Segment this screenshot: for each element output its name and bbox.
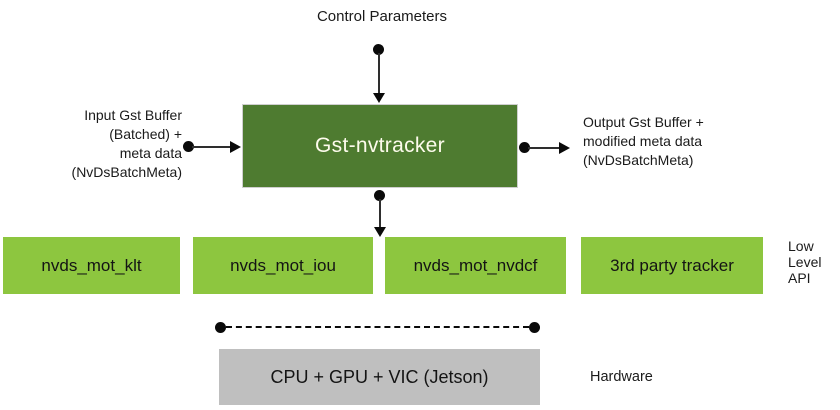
arrowhead-right-icon [230,141,241,153]
input-buffer-label: Input Gst Buffer (Batched) + meta data (… [20,106,182,182]
output-buffer-label-line: (NvDsBatchMeta) [583,152,694,168]
tracker-box-nvds-mot-iou: nvds_mot_iou [193,237,373,294]
tracker-box-label: nvds_mot_iou [230,255,336,275]
input-buffer-label-line: meta data [119,145,182,161]
connector-line [192,146,230,148]
input-buffer-label-line: (Batched) + [109,126,182,142]
tracker-box-nvds-mot-nvdcf: nvds_mot_nvdcf [385,237,566,294]
control-parameters-label: Control Parameters [316,8,448,25]
gst-nvtracker-box-label: Gst-nvtracker [315,134,445,157]
tracker-box-nvds-mot-klt: nvds_mot_klt [3,237,180,294]
output-buffer-label: Output Gst Buffer + modified meta data (… [583,113,773,170]
connector-dot [183,141,194,152]
output-buffer-label-line: Output Gst Buffer + [583,114,704,130]
low-level-api-label-line: Level [788,254,822,270]
low-level-api-label: Low Level API [788,238,821,286]
tracker-box-label: nvds_mot_nvdcf [413,255,538,275]
low-level-api-label-line: API [788,270,811,286]
connector-line [379,199,381,228]
arrowhead-down-icon [373,93,385,103]
boundary-dot [529,322,540,333]
hardware-label: Hardware [590,369,653,385]
arrowhead-right-icon [559,142,570,154]
arrowhead-down-icon [374,227,386,237]
tracker-box-label: 3rd party tracker [610,255,734,275]
output-buffer-label-line: modified meta data [583,133,703,149]
boundary-dot [215,322,226,333]
input-buffer-label-line: (NvDsBatchMeta) [71,164,182,180]
hardware-box-label: CPU + GPU + VIC (Jetson) [270,366,489,387]
tracker-box-label: nvds_mot_klt [41,255,142,275]
connector-line [528,147,559,149]
low-level-api-label-line: Low [788,238,814,254]
connector-dot [373,44,384,55]
connector-dot [519,142,530,153]
input-buffer-label-line: Input Gst Buffer [84,107,182,123]
connector-dot [374,190,385,201]
connector-line [378,53,380,95]
hardware-box: CPU + GPU + VIC (Jetson) [219,349,540,405]
hardware-boundary-dashed-line [226,326,529,328]
tracker-box-3rd-party: 3rd party tracker [581,237,763,294]
gst-nvtracker-box: Gst-nvtracker [242,104,518,188]
